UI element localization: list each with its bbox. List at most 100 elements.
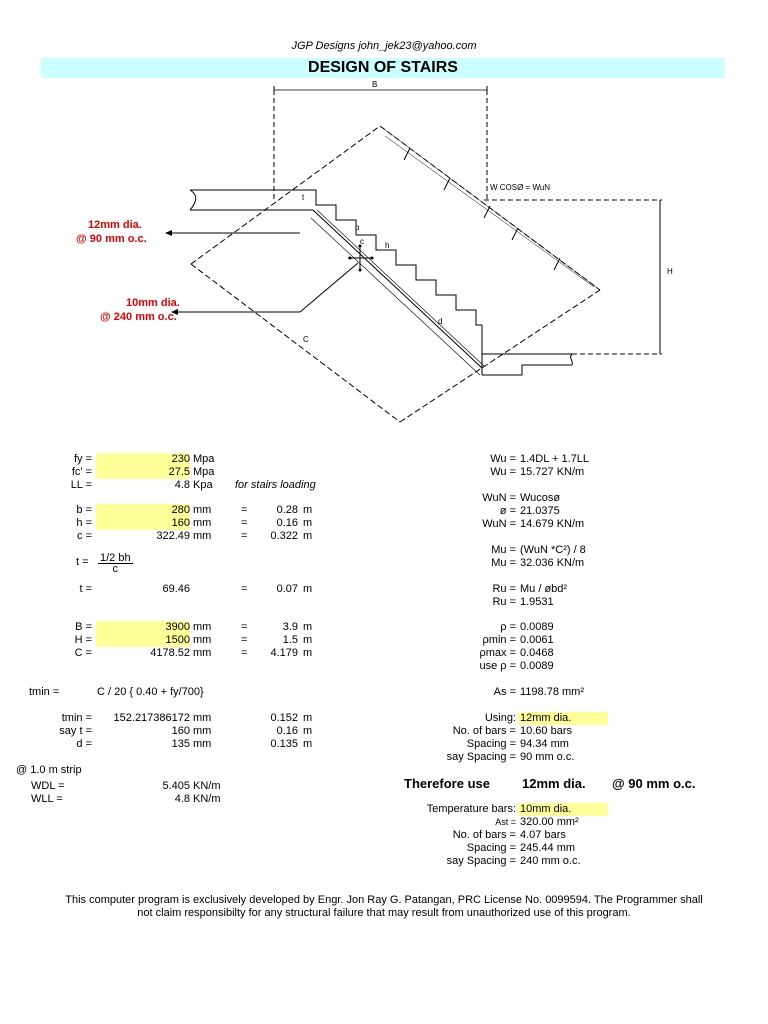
b-m: 0.28 xyxy=(276,504,298,516)
main-bar-callout-2: @ 90 mm o.c. xyxy=(76,233,147,245)
rho-min-label: ρmin = xyxy=(482,634,516,646)
disclaimer-footer: This computer program is exclusively dev… xyxy=(65,894,703,919)
d-munit: m xyxy=(303,738,313,750)
tmin-formula: C / 20 { 0.40 + fy/700} xyxy=(97,686,204,698)
h-eq: = xyxy=(241,517,248,529)
phi-label: ø = xyxy=(499,505,516,517)
temp-bars-label: No. of bars = xyxy=(452,829,516,841)
h-munit: m xyxy=(303,517,313,529)
wdl-label: WDL = xyxy=(31,780,65,792)
c-munit: m xyxy=(303,530,313,542)
temp-input[interactable]: 10mm dia. xyxy=(518,803,608,816)
fc-label: fc' = xyxy=(71,466,92,478)
fy-input[interactable]: 230 xyxy=(96,453,190,466)
strip-label: @ 1.0 m strip xyxy=(16,764,82,776)
B-input[interactable]: 3900 xyxy=(96,621,190,634)
t-eq: = xyxy=(241,583,248,595)
temp-bar-callout-2: @ 240 mm o.c. xyxy=(100,311,177,323)
mu-formula: (WuN *C²) / 8 xyxy=(520,544,586,556)
ru-formula-label: Ru = xyxy=(492,583,516,595)
say-t-munit: m xyxy=(303,725,313,737)
wll-unit: KN/m xyxy=(193,793,221,805)
c-label: c = xyxy=(77,530,92,542)
dim-c-label: c xyxy=(360,237,364,246)
t-value: 69.46 xyxy=(162,583,190,595)
dim-h-label: h xyxy=(385,241,389,250)
wu-formula-label: Wu = xyxy=(490,453,516,465)
t-munit: m xyxy=(303,583,313,595)
dim-t-label: t xyxy=(302,193,305,202)
d-value: 135 xyxy=(171,738,190,750)
tmin-formula-label: tmin = xyxy=(29,686,60,698)
wdl-unit: KN/m xyxy=(193,780,221,792)
b-munit: m xyxy=(303,504,313,516)
rho-value: 0.0089 xyxy=(520,621,554,633)
therefore-label: Therefore use xyxy=(404,776,490,791)
temp-bar-callout-1: 10mm dia. xyxy=(126,297,180,309)
h-input[interactable]: 160 xyxy=(96,517,190,530)
fc-input[interactable]: 27.5 xyxy=(96,466,190,479)
wll-label: WLL = xyxy=(31,793,63,805)
ru-label: Ru = xyxy=(492,596,516,608)
C-m: 4.179 xyxy=(270,647,298,659)
fc-unit: Mpa xyxy=(193,466,215,478)
H-label: H = xyxy=(74,634,92,646)
rho-max-label: ρmax = xyxy=(479,647,516,659)
dim-C-label: C xyxy=(303,335,309,344)
stair-diagram: B H C t b h c d W COSØ = WuN 12mm dia. @… xyxy=(76,80,673,423)
tmin-label: tmin = xyxy=(61,712,92,724)
bars-label: No. of bars = xyxy=(452,725,516,737)
main-bar-callout-1: 12mm dia. xyxy=(88,219,142,231)
B-eq: = xyxy=(241,621,248,633)
wun-formula-label: WuN = xyxy=(482,492,516,504)
t-formula-den: c xyxy=(112,563,119,575)
fy-unit: Mpa xyxy=(193,453,215,465)
rho-min-value: 0.0061 xyxy=(520,634,554,646)
dim-b-label: b xyxy=(355,223,360,232)
say-t-value: 160 xyxy=(171,725,190,737)
wdl-value: 5.405 xyxy=(162,780,190,792)
c-value: 322.49 xyxy=(156,530,190,542)
dim-d-label: d xyxy=(438,317,442,326)
b-eq: = xyxy=(241,504,248,516)
ast-value: 320.00 mm² xyxy=(520,816,579,828)
ru-formula: Mu / øbd² xyxy=(520,583,568,595)
H-input[interactable]: 1500 xyxy=(96,634,190,647)
b-input[interactable]: 280 xyxy=(96,504,190,517)
using-input[interactable]: 12mm dia. xyxy=(518,712,608,725)
say-t-unit: mm xyxy=(193,725,212,737)
C-eq: = xyxy=(241,647,248,659)
tmin-unit: mm xyxy=(193,712,212,724)
wun-value: 14.679 KN/m xyxy=(520,518,585,530)
H-munit: m xyxy=(303,634,313,646)
temp-label: Temperature bars: xyxy=(426,803,516,815)
t-formula-num: 1/2 bh xyxy=(98,552,133,564)
c-unit: mm xyxy=(193,530,212,542)
d-unit: mm xyxy=(193,738,212,750)
mu-value: 32.036 KN/m xyxy=(520,557,585,569)
rho-label: ρ = xyxy=(500,621,516,633)
C-unit: mm xyxy=(193,647,212,659)
ll-unit: Kpa xyxy=(193,479,213,491)
temp-say-label: say Spacing = xyxy=(446,855,516,867)
spacing-label: Spacing = xyxy=(466,738,516,750)
ll-value: 4.8 xyxy=(174,479,190,491)
ru-value: 1.9531 xyxy=(520,596,554,608)
wun-label: WuN = xyxy=(482,518,516,530)
load-label: W COSØ = WuN xyxy=(490,183,550,192)
tmin-m: 0.152 xyxy=(270,712,298,724)
therefore-dia: 12mm dia. xyxy=(522,776,586,791)
h-label: h = xyxy=(76,517,92,529)
ll-label: LL = xyxy=(70,479,92,491)
B-unit: mm xyxy=(193,621,212,633)
c-m: 0.322 xyxy=(270,530,298,542)
dim-H-label: H xyxy=(667,267,673,276)
tmin-munit: m xyxy=(303,712,313,724)
t-label: t = xyxy=(79,583,92,595)
ll-note: for stairs loading xyxy=(235,479,316,491)
h-unit: mm xyxy=(193,517,212,529)
t-m: 0.07 xyxy=(276,583,298,595)
author-header: JGP Designs john_jek23@yahoo.com xyxy=(291,40,477,52)
wu-formula: 1.4DL + 1.7LL xyxy=(520,453,590,465)
